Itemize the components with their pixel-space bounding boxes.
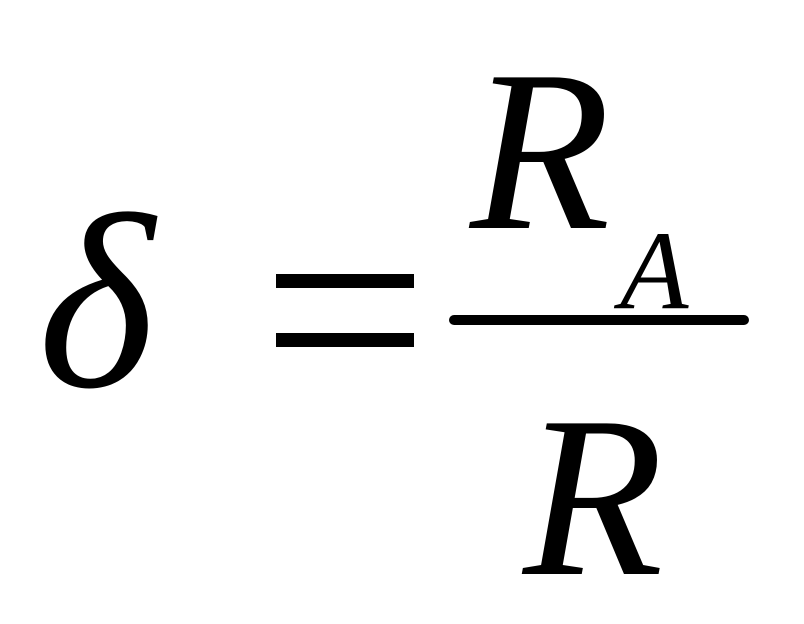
numerator-symbol: R [470, 23, 611, 278]
equals-bar-bottom [276, 333, 414, 347]
fraction-bar [449, 315, 749, 325]
numerator-subscript: A [620, 209, 689, 333]
delta-symbol: δ [38, 164, 155, 441]
denominator-symbol: R [523, 369, 664, 624]
equals-bar-top [276, 274, 414, 288]
